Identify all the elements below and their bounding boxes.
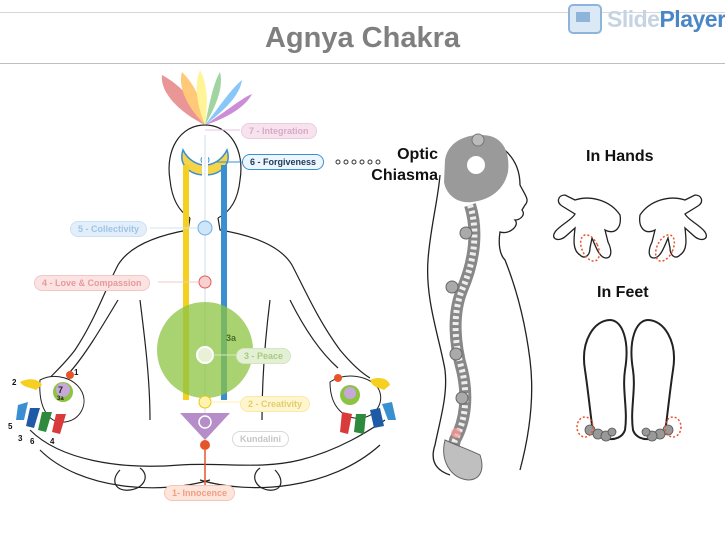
side-profile xyxy=(426,139,533,476)
swadisthan-chakra xyxy=(198,395,212,409)
agnya-crescent xyxy=(181,148,229,176)
optic-label-line1: Optic xyxy=(397,146,438,163)
hands-illustration xyxy=(553,194,707,259)
in-feet-label: In Feet xyxy=(597,284,649,301)
left-finger-green xyxy=(38,412,52,432)
finger-number-4: 4 xyxy=(50,437,55,446)
left-finger-blue2 xyxy=(26,408,40,428)
label-forgiveness: 6 - Forgiveness xyxy=(242,154,325,170)
label-collectivity: 5 - Collectivity xyxy=(70,221,148,237)
hands-agnya-markings xyxy=(579,234,676,262)
finger-number-2: 2 xyxy=(12,378,17,387)
vishuddhi-chakra xyxy=(197,220,213,236)
left-finger-red xyxy=(52,414,66,434)
label-peace: 3 - Peace xyxy=(236,348,292,364)
label-integration: 7 - Integration xyxy=(241,123,317,139)
nabhi-chakra xyxy=(196,346,214,364)
finger-number-6: 6 xyxy=(30,437,35,446)
kundalini-coil xyxy=(198,415,212,429)
label-love-compassion: 4 - Love & Compassion xyxy=(34,275,150,291)
void-marker: 3a xyxy=(226,333,237,343)
label-creativity: 2 - Creativity xyxy=(240,396,311,412)
in-hands-label: In Hands xyxy=(586,148,654,165)
palm-sub-marker: 3a xyxy=(57,396,64,402)
right-finger-blue xyxy=(370,408,384,428)
finger-number-3: 3 xyxy=(18,434,23,443)
feet-illustration xyxy=(583,318,675,440)
slideplayer-logo: SlidePlayer xyxy=(568,4,725,34)
left-finger-blue xyxy=(16,402,28,420)
label-innocence: 1- Innocence xyxy=(164,485,236,501)
mooladhara-chakra xyxy=(200,440,210,450)
right-finger-green xyxy=(354,414,366,434)
spine xyxy=(447,203,481,470)
right-finger-blue2 xyxy=(382,402,396,420)
slideplayer-logo-text: SlidePlayer xyxy=(607,5,725,32)
finger-number-5: 5 xyxy=(8,422,13,431)
label-kundalini: Kundalini xyxy=(232,431,289,447)
slideplayer-logo-icon xyxy=(568,4,602,34)
right-finger-red xyxy=(340,412,352,434)
feet-agnya-markings xyxy=(576,416,682,438)
optic-chiasma-point xyxy=(467,156,485,174)
sacrum xyxy=(443,439,483,481)
optic-label-line2: Chiasma xyxy=(371,167,438,184)
heart-chakra xyxy=(198,275,212,289)
sahasrara-petals xyxy=(161,70,252,125)
dotted-connector xyxy=(335,159,381,165)
slide-title: Agnya Chakra xyxy=(264,22,460,54)
kundalini-triangle xyxy=(180,413,230,440)
finger-number-1: 1 xyxy=(74,368,79,377)
palm-center-marker: 7 xyxy=(58,385,64,395)
title-bar xyxy=(0,12,725,64)
